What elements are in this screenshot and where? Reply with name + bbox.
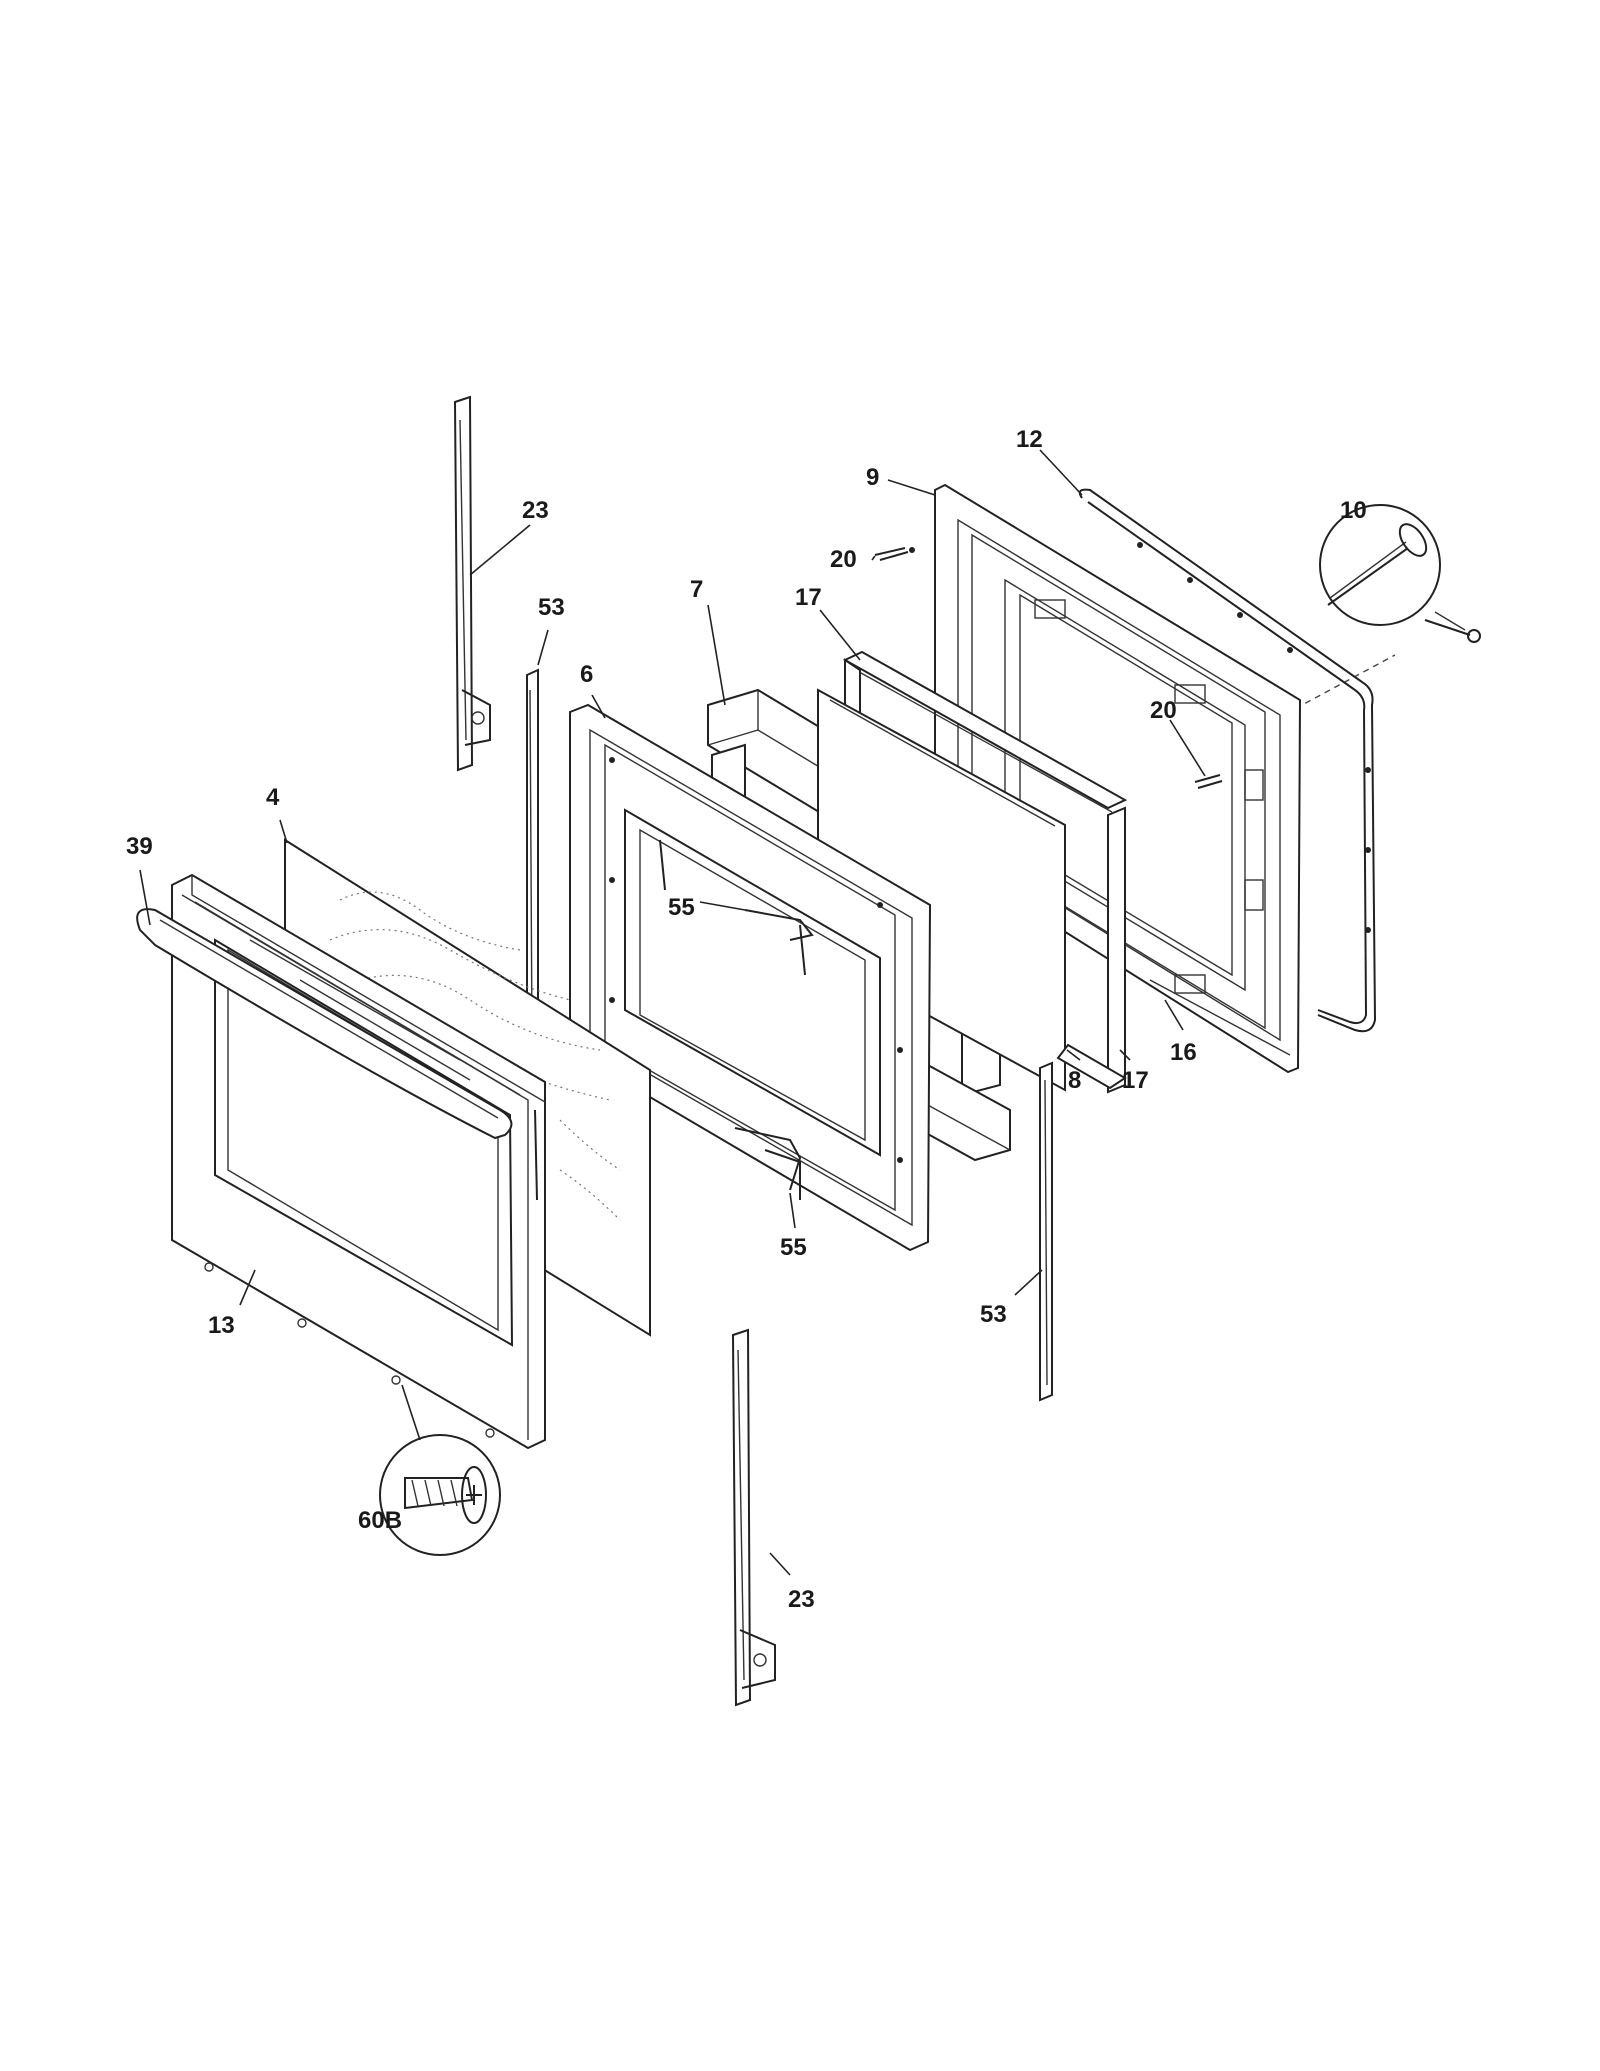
- callout-8: 8: [1068, 1067, 1081, 1094]
- callout-17: 17: [1122, 1067, 1149, 1094]
- callout-55: 55: [780, 1234, 807, 1261]
- part-10-screw-detail: [1319, 504, 1481, 643]
- callout-23: 23: [522, 497, 549, 524]
- callout-4: 4: [266, 784, 280, 811]
- callout-labels: 12 9 10 20 23 53 7 17 6 20 4 39 55 16 8 …: [126, 426, 1367, 1613]
- callout-7: 7: [690, 576, 703, 603]
- callout-6: 6: [580, 661, 593, 688]
- part-17-glass-frame-lower: [1056, 806, 1127, 1094]
- leader-lines: [139, 449, 1206, 1576]
- callout-12: 12: [1016, 426, 1043, 453]
- part-6-door-frame: [569, 703, 932, 1252]
- part-23-hinge-lower: [731, 1328, 776, 1707]
- part-60B-screw-detail: [379, 1434, 501, 1556]
- part-20-clip-lower: [1194, 774, 1223, 789]
- part-12-door-gasket: [1078, 488, 1377, 1033]
- part-53-side-trim-right: [1039, 1061, 1053, 1402]
- callout-17: 17: [795, 584, 822, 611]
- callout-9: 9: [866, 464, 879, 491]
- part-23-hinge-upper: [453, 395, 491, 772]
- part-9-inner-door-liner: [934, 483, 1302, 1074]
- callout-60B: 60B: [358, 1507, 402, 1534]
- callout-53: 53: [980, 1301, 1007, 1328]
- callout-55: 55: [668, 894, 695, 921]
- part-55-bracket-upper: [744, 909, 814, 941]
- part-20-clip-upper: [874, 547, 915, 561]
- part-55-bracket-lower: [734, 1127, 802, 1191]
- callout-39: 39: [126, 833, 153, 860]
- callout-20: 20: [830, 546, 857, 573]
- callout-16: 16: [1170, 1039, 1197, 1066]
- callout-10: 10: [1340, 497, 1367, 524]
- callout-23: 23: [788, 1586, 815, 1613]
- callout-13: 13: [208, 1312, 235, 1339]
- callout-53: 53: [538, 594, 565, 621]
- callout-20: 20: [1150, 697, 1177, 724]
